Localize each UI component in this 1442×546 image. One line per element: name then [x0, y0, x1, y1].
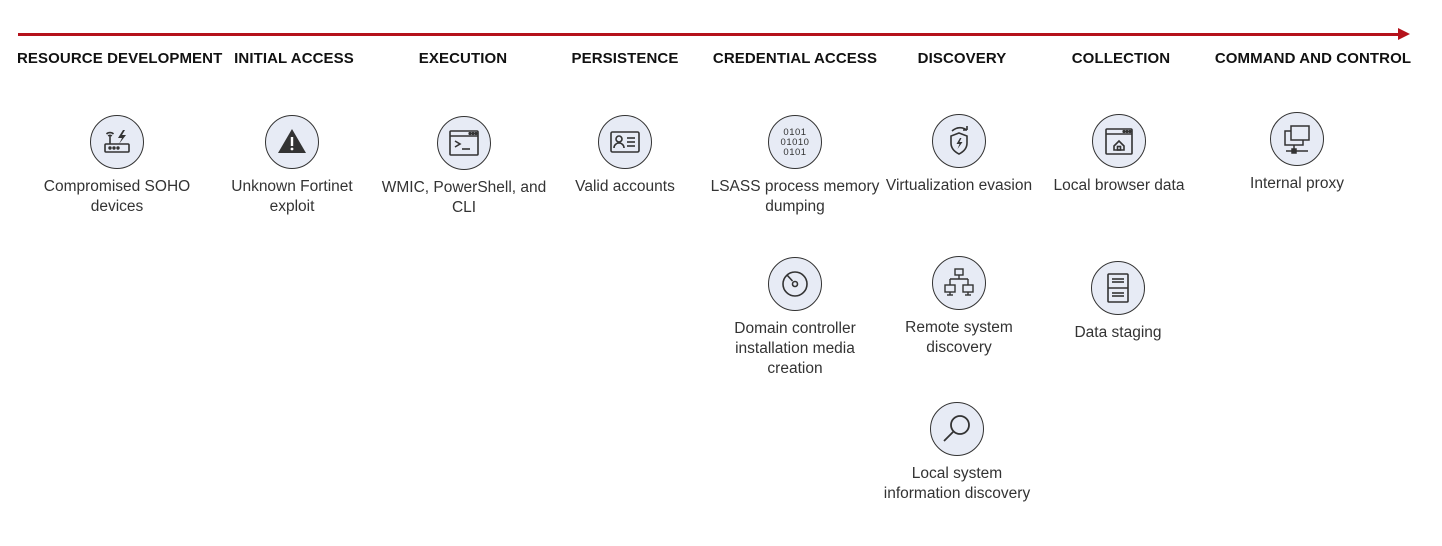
technique-label: Data staging — [1074, 324, 1162, 341]
network-icon — [932, 256, 986, 310]
id-card-icon — [598, 115, 652, 169]
technique-label: Internal proxy — [1250, 175, 1344, 192]
svg-text:0101: 0101 — [783, 127, 806, 138]
phase-title-credential-access: CREDENTIAL ACCESS — [712, 50, 878, 67]
warning-icon — [265, 115, 319, 169]
technique-label: Local system information discovery — [883, 465, 1031, 502]
technique-item: Local system information discovery — [872, 402, 1042, 504]
phase-title-persistence: PERSISTENCE — [571, 50, 679, 67]
technique-item: 0101 01010 0101 LSASS process memory dum… — [710, 115, 880, 217]
technique-item: Valid accounts — [540, 115, 710, 197]
disc-icon — [768, 257, 822, 311]
technique-label: WMIC, PowerShell, and CLI — [381, 179, 547, 216]
technique-label: Unknown Fortinet exploit — [231, 178, 353, 215]
technique-item: Data staging — [1033, 261, 1203, 343]
timeline-arrow-line — [18, 33, 1406, 36]
phase-title-resource-development: RESOURCE DEVELOPMENT — [17, 50, 223, 67]
technique-item: Compromised SOHO devices — [32, 115, 202, 217]
phase-title-execution: EXECUTION — [418, 50, 508, 67]
phase-title-discovery: DISCOVERY — [917, 50, 1007, 67]
magnifier-icon — [930, 402, 984, 456]
technique-item: WMIC, PowerShell, and CLI — [379, 116, 549, 218]
technique-label: Compromised SOHO devices — [43, 178, 191, 215]
technique-item: Internal proxy — [1212, 112, 1382, 194]
phase-title-command-and-control: COMMAND AND CONTROL — [1214, 50, 1412, 67]
technique-item: Domain controller installation media cre… — [710, 257, 880, 379]
phase-title-initial-access: INITIAL ACCESS — [234, 50, 354, 67]
shield-refresh-icon — [932, 114, 986, 168]
technique-item: Local browser data — [1034, 114, 1204, 196]
technique-label: LSASS process memory dumping — [710, 178, 880, 215]
timeline-arrowhead — [1398, 28, 1410, 40]
technique-label: Valid accounts — [575, 178, 675, 195]
binary-icon: 0101 01010 0101 — [768, 115, 822, 169]
technique-item: Virtualization evasion — [874, 114, 1044, 196]
proxy-icon — [1270, 112, 1324, 166]
technique-item: Unknown Fortinet exploit — [207, 115, 377, 217]
technique-label: Remote system discovery — [905, 319, 1013, 356]
technique-item: Remote system discovery — [874, 256, 1044, 358]
terminal-icon — [437, 116, 491, 170]
svg-text:0101: 0101 — [783, 147, 806, 158]
browser-home-icon — [1092, 114, 1146, 168]
technique-label: Domain controller installation media cre… — [734, 320, 856, 377]
file-cabinet-icon — [1091, 261, 1145, 315]
technique-label: Local browser data — [1053, 177, 1185, 194]
phase-title-collection: COLLECTION — [1071, 50, 1171, 67]
technique-label: Virtualization evasion — [885, 177, 1033, 194]
router-icon — [90, 115, 144, 169]
svg-text:01010: 01010 — [781, 137, 810, 148]
